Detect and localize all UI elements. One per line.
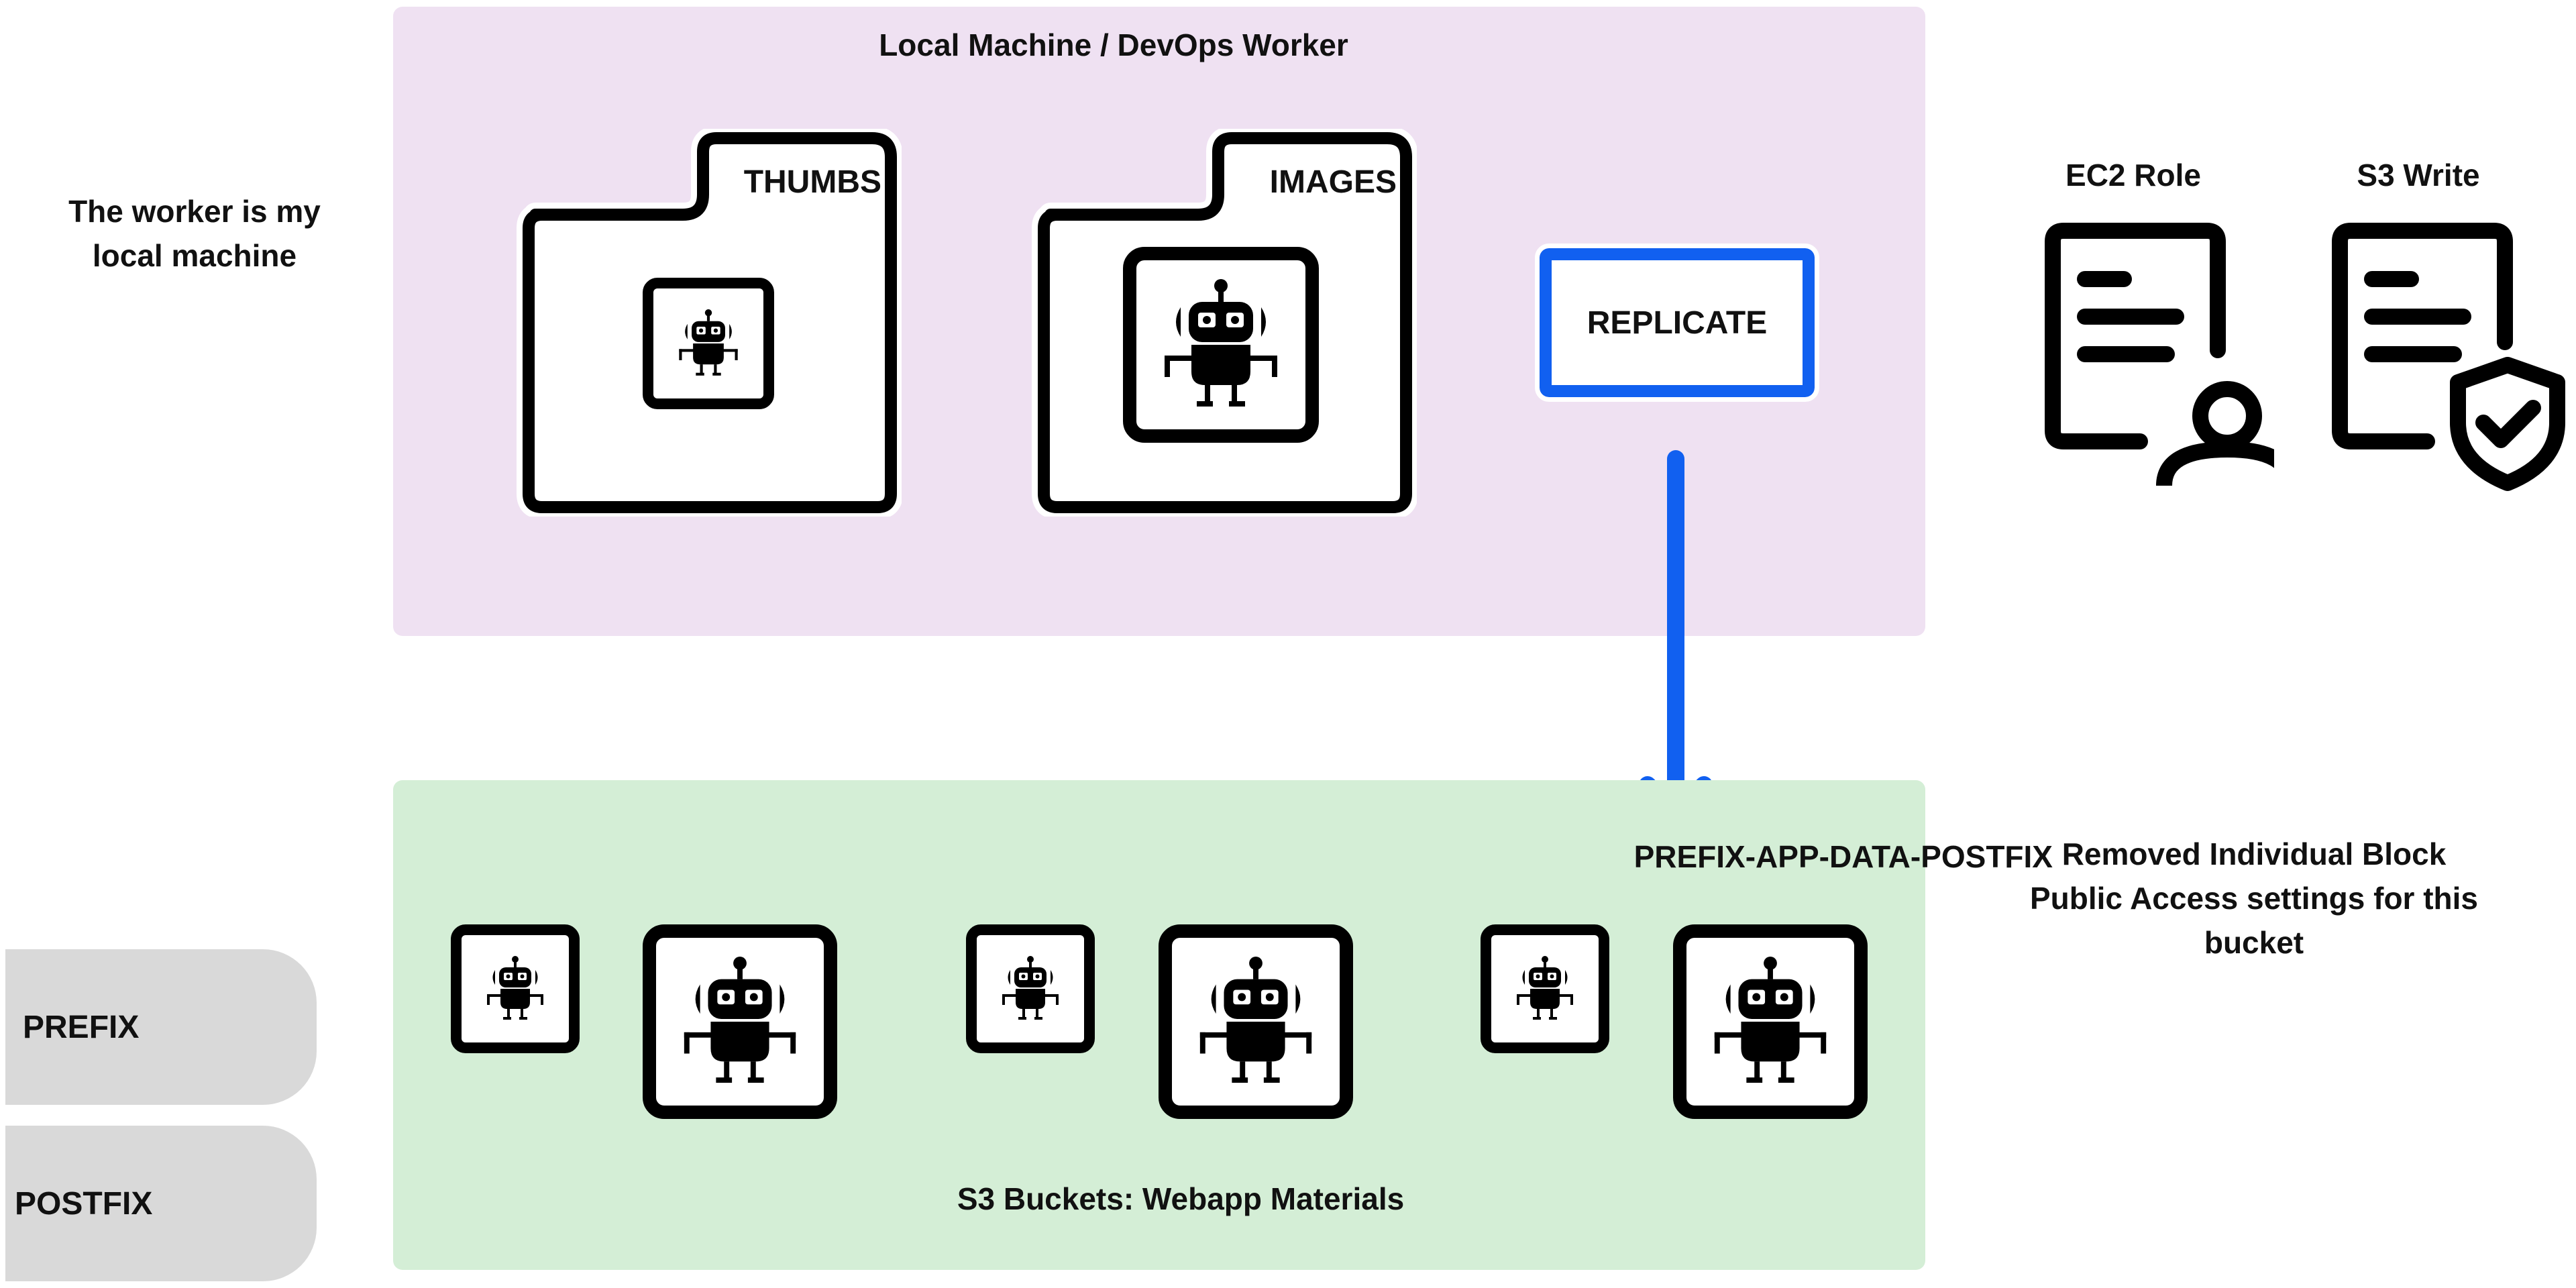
robot-icon[interactable] [966, 924, 1095, 1053]
folder-label-thumbs: THUMBS [743, 164, 881, 200]
folder-label-images: IMAGES [1269, 164, 1397, 200]
replicate-label: REPLICATE [1587, 305, 1768, 341]
robot-icon[interactable] [643, 924, 837, 1119]
robot-icon[interactable] [1673, 924, 1868, 1119]
role-label-s3-write: S3 Write [2357, 158, 2480, 193]
robot-icon[interactable] [1159, 924, 1353, 1119]
bucket-access-note: Removed Individual Block Public Access s… [2029, 837, 2479, 960]
document-shield-icon [2332, 223, 2565, 491]
prefix-tag-label: PREFIX [23, 1009, 140, 1045]
prefix-tag[interactable]: PREFIX [5, 949, 317, 1105]
thumbs-folder[interactable]: THUMBS [517, 129, 902, 517]
robot-icon [643, 278, 774, 409]
postfix-tag[interactable]: POSTFIX [5, 1126, 317, 1281]
bucket-name: PREFIX-APP-DATA-POSTFIX [1633, 839, 2053, 874]
replicate-arrow [1639, 450, 1713, 820]
document-user-icon [2045, 223, 2274, 486]
robot-icon[interactable] [451, 924, 580, 1053]
robot-icon[interactable] [1481, 924, 1609, 1053]
robot-icon [1123, 247, 1319, 443]
worker-note: The worker is my local machine [68, 194, 321, 273]
postfix-tag-label: POSTFIX [15, 1185, 153, 1222]
role-label-ec2: EC2 Role [2065, 158, 2201, 193]
images-folder[interactable]: IMAGES [1032, 129, 1417, 517]
local-machine-title: Local Machine / DevOps Worker [879, 28, 1348, 62]
replicate-button[interactable]: REPLICATE [1535, 244, 1819, 402]
s3-panel-title: S3 Buckets: Webapp Materials [957, 1181, 1405, 1216]
